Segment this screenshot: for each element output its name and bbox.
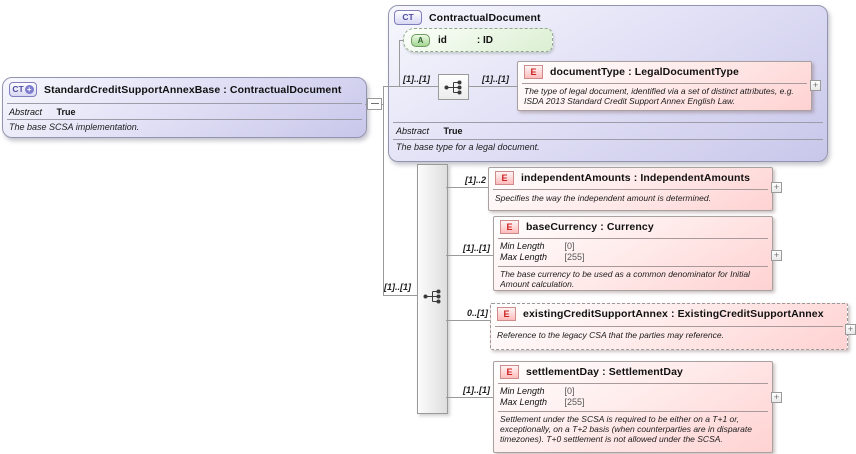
connector-line bbox=[399, 40, 405, 41]
type-description: The base type for a legal document. bbox=[396, 142, 540, 152]
facet-label: Max Length bbox=[500, 397, 548, 407]
element-title-row: E baseCurrency : Currency bbox=[494, 220, 772, 234]
expand-button[interactable]: + bbox=[771, 250, 782, 261]
element-title-row: E independentAmounts : IndependentAmount… bbox=[489, 171, 772, 185]
abstract-value: True bbox=[56, 107, 76, 117]
multiplicity-label: [1]..[1] bbox=[403, 74, 430, 84]
facet-row: Max Length [255] bbox=[500, 252, 585, 263]
facet-label: Min Length bbox=[500, 386, 545, 396]
element-icon: E bbox=[497, 307, 516, 321]
type-description: The base SCSA implementation. bbox=[9, 122, 140, 132]
divider bbox=[498, 383, 768, 384]
complex-type-plus-icon: CT+ bbox=[9, 82, 37, 97]
type-title: ContractualDocument bbox=[429, 11, 541, 24]
id-attribute-box[interactable]: A id : ID bbox=[403, 28, 553, 52]
facet-row: Min Length [0] bbox=[500, 241, 575, 252]
facet-value: [255] bbox=[564, 397, 585, 407]
abstract-row: Abstract True bbox=[9, 107, 76, 117]
attribute-icon: A bbox=[411, 33, 430, 47]
element-title-row: E existingCreditSupportAnnex : ExistingC… bbox=[491, 307, 847, 321]
existing-credit-support-annex-element-box[interactable]: E existingCreditSupportAnnex : ExistingC… bbox=[490, 303, 848, 350]
connector-line bbox=[467, 86, 517, 87]
connector-line bbox=[383, 295, 417, 296]
connector-line bbox=[383, 86, 438, 87]
facet-label: Max Length bbox=[500, 252, 548, 262]
multiplicity-label: 0..[1] bbox=[466, 308, 488, 318]
element-title-row: E settlementDay : SettlementDay bbox=[494, 365, 772, 379]
attribute-name: id bbox=[438, 34, 447, 46]
connector-line bbox=[383, 86, 384, 296]
expand-button[interactable]: + bbox=[845, 324, 856, 335]
connector-line bbox=[399, 40, 400, 86]
element-description: Reference to the legacy CSA that the par… bbox=[497, 330, 724, 340]
multiplicity-label: [1]..[1] bbox=[482, 74, 509, 84]
divider bbox=[522, 83, 807, 84]
divider bbox=[498, 238, 768, 239]
element-title: independentAmounts : IndependentAmounts bbox=[521, 172, 751, 184]
multiplicity-label: [1]..[1] bbox=[384, 282, 411, 292]
expand-button[interactable]: + bbox=[810, 80, 821, 91]
element-icon: E bbox=[500, 220, 519, 234]
sequence-compositor-inner[interactable] bbox=[438, 74, 469, 100]
facet-row: Max Length [255] bbox=[500, 397, 585, 408]
facet-value: [255] bbox=[564, 252, 585, 262]
type-title-row: CT+ StandardCreditSupportAnnexBase : Con… bbox=[3, 82, 366, 97]
element-title: baseCurrency : Currency bbox=[526, 221, 654, 233]
divider bbox=[495, 326, 843, 327]
sequence-icon bbox=[444, 80, 462, 94]
facet-label: Min Length bbox=[500, 241, 545, 251]
complex-type-icon: CT bbox=[394, 10, 422, 25]
abstract-row: Abstract True bbox=[396, 126, 463, 136]
abstract-value: True bbox=[443, 126, 463, 136]
sequence-icon bbox=[423, 289, 441, 304]
multiplicity-label: [1]..[1] bbox=[463, 385, 490, 395]
collapse-icon bbox=[370, 103, 379, 104]
multiplicity-label: [1]..2 bbox=[464, 175, 486, 185]
element-title-row: E documentType : LegalDocumentType bbox=[518, 65, 811, 79]
connector-line bbox=[446, 397, 493, 398]
multiplicity-label: [1]..[1] bbox=[463, 243, 490, 253]
divider bbox=[493, 189, 768, 190]
divider bbox=[7, 103, 362, 104]
divider bbox=[393, 122, 823, 123]
element-title: documentType : LegalDocumentType bbox=[550, 66, 739, 78]
facet-row: Min Length [0] bbox=[500, 386, 575, 397]
base-currency-element-box[interactable]: E baseCurrency : Currency Min Length [0]… bbox=[493, 216, 773, 291]
connector-line bbox=[446, 187, 488, 188]
abstract-label: Abstract bbox=[396, 126, 430, 136]
type-title-row: CT ContractualDocument bbox=[389, 10, 827, 25]
facet-value: [0] bbox=[564, 386, 575, 396]
element-description: The type of legal document, identified v… bbox=[524, 86, 794, 106]
element-icon: E bbox=[500, 365, 519, 379]
element-icon: E bbox=[524, 65, 543, 79]
connector-line bbox=[446, 320, 490, 321]
facet-value: [0] bbox=[564, 241, 575, 251]
standard-credit-support-annex-base-box[interactable]: CT+ StandardCreditSupportAnnexBase : Con… bbox=[2, 77, 367, 138]
divider bbox=[7, 119, 362, 120]
type-title: StandardCreditSupportAnnexBase : Contrac… bbox=[44, 83, 342, 96]
divider bbox=[498, 411, 768, 412]
element-description: The base currency to be used as a common… bbox=[500, 269, 750, 289]
element-description: Settlement under the SCSA is required to… bbox=[500, 414, 752, 444]
expand-button[interactable]: + bbox=[771, 392, 782, 403]
settlement-day-element-box[interactable]: E settlementDay : SettlementDay Min Leng… bbox=[493, 361, 773, 453]
element-icon: E bbox=[495, 171, 514, 185]
attribute-type: : ID bbox=[476, 34, 493, 46]
element-description: Specifies the way the independent amount… bbox=[495, 193, 711, 203]
element-title: settlementDay : SettlementDay bbox=[526, 366, 683, 378]
connector-line bbox=[446, 255, 493, 256]
expand-button[interactable]: + bbox=[771, 182, 782, 193]
collapse-button[interactable] bbox=[367, 98, 382, 110]
divider bbox=[393, 139, 823, 140]
abstract-label: Abstract bbox=[9, 107, 43, 117]
element-title: existingCreditSupportAnnex : ExistingCre… bbox=[523, 308, 824, 320]
document-type-element-box[interactable]: E documentType : LegalDocumentType The t… bbox=[517, 61, 812, 111]
independent-amounts-element-box[interactable]: E independentAmounts : IndependentAmount… bbox=[488, 167, 773, 211]
sequence-compositor[interactable] bbox=[417, 164, 448, 414]
divider bbox=[498, 266, 768, 267]
